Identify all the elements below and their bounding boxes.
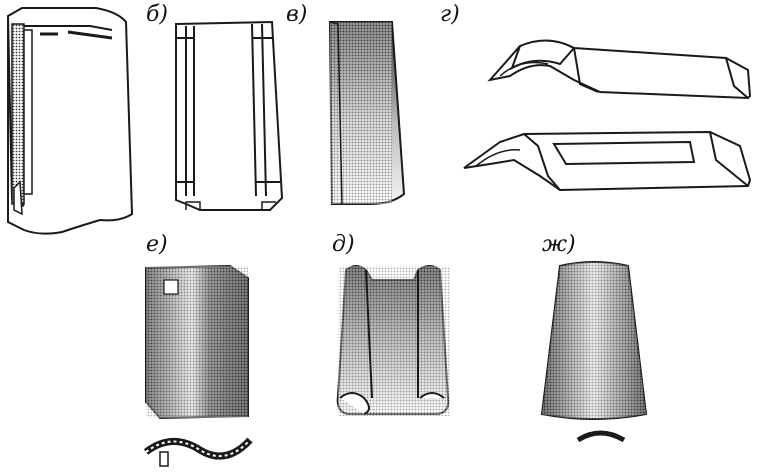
tile-e-shaded xyxy=(145,264,249,420)
tile-v-beaver-tail xyxy=(328,21,406,205)
label-zh: ж) xyxy=(542,232,576,257)
label-e: е) xyxy=(146,232,168,257)
tile-g-ridge-top xyxy=(487,39,752,100)
tile-b-grooved xyxy=(175,20,284,211)
label-v: в) xyxy=(286,2,308,27)
tile-a-interlocking xyxy=(7,7,134,235)
tile-g-ridge-bottom xyxy=(463,130,752,192)
label-d: д) xyxy=(332,232,355,257)
label-g: г) xyxy=(440,2,460,27)
tile-e-profile xyxy=(143,437,253,467)
label-b: б) xyxy=(146,2,169,27)
tile-zh-conical xyxy=(540,261,648,443)
tile-d-channel xyxy=(336,265,450,416)
